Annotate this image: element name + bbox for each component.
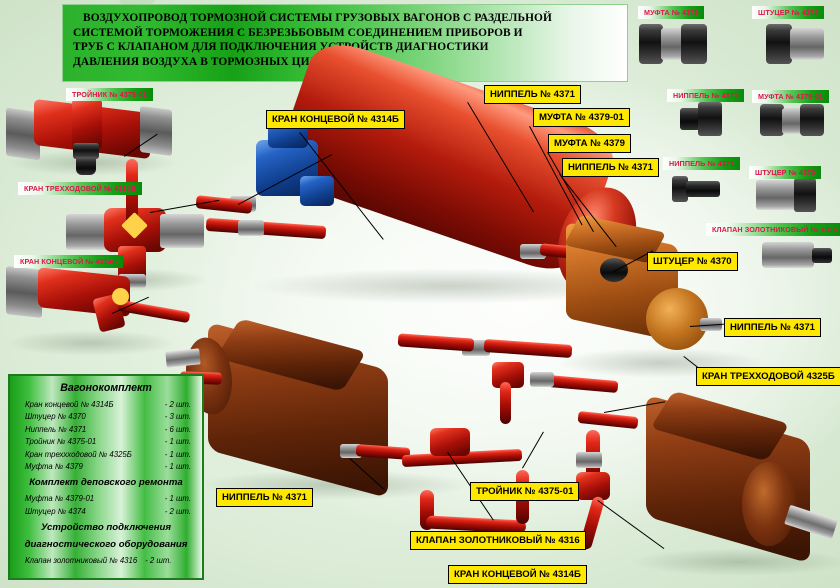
gallery-label-nippel-4371-a: НИППЕЛЬ № 4371 (667, 89, 745, 102)
gallery-muffta-4379-right (681, 24, 707, 64)
gallery-klapan-4316-tip (812, 248, 832, 263)
legend-item-name: Клапан золотниковый № 4316 (25, 556, 138, 566)
legend-item-qty: - 2 шт. (145, 556, 172, 566)
endvalve-handle (117, 299, 191, 324)
legend-row: Тройник № 4375-01 - 1 шт. (17, 436, 195, 448)
callout-kran-trekhhodovoy-4325b: КРАН ТРЕХХОДОВОЙ 4325Б (696, 367, 840, 386)
callout-kran-koncevoy-4314b-top: КРАН КОНЦЕВОЙ № 4314Б (266, 110, 405, 129)
legend-row: Клапан золотниковый № 4316 - 2 шт. (17, 555, 195, 567)
legend-item-qty: - 1 шт. (164, 494, 191, 504)
gallery-klapan-4316-body (762, 242, 814, 268)
title-line-1: ВОЗДУХОПРОВОД ТОРМОЗНОЙ СИСТЕМЫ ГРУЗОВЫХ… (83, 12, 552, 24)
gallery-label-klapan-zolotnikovyy-4316: КЛАПАН ЗОЛОТНИКОВЫЙ № 4316 (706, 223, 840, 236)
legend-item-name: Ниппель № 4371 (25, 424, 87, 434)
gallery-shtucer-4370-nut (794, 178, 816, 212)
legend-item-qty: - 1 шт. (164, 462, 191, 472)
legend-item-qty: - 6 шт. (164, 424, 191, 434)
gallery-muffta-4379-01-mid (782, 108, 802, 134)
legend-item-name: Тройник № 4375-01 (25, 437, 97, 447)
legend-row: Ниппель № 4371 - 6 шт. (17, 424, 195, 436)
callout-klapan-zolotnikovyy-4316: КЛАПАН ЗОЛОТНИКОВЫЙ № 4316 (410, 531, 586, 550)
legend-item-name: Муфта № 4379 (25, 462, 83, 472)
blue-end-valve-outlet (300, 176, 334, 206)
tee-right-nut (140, 106, 172, 156)
legend-item-qty: - 1 шт. (164, 437, 191, 447)
callout-nippel-4371-top: НИППЕЛЬ № 4371 (484, 85, 582, 104)
title-line-4: ДАВЛЕНИЯ ВОЗДУХА В ТОРМОЗНЫХ ЦИЛИНДРАХ (73, 55, 367, 68)
callout-kran-koncevoy-4314b-bottom: КРАН КОНЦЕВОЙ № 4314Б (448, 565, 587, 584)
gallery-label-nippel-4371-b: НИППЕЛЬ № 4371 (663, 157, 741, 170)
legend-item-name: Штуцер № 4370 (25, 412, 86, 422)
legend-row: Штуцер № 4374 - 2 шт. (17, 506, 195, 518)
endvalve-pivot (112, 288, 129, 305)
tee-branch (72, 98, 102, 150)
gallery-nippel-4371b-stem (686, 181, 720, 197)
callout-nippel-4371-reservoir: НИППЕЛЬ № 4371 (562, 158, 660, 177)
gallery-label-kran-trekhhodovoy-4325b: КРАН ТРЕХХОДОВОЙ № 4325Б (18, 182, 142, 195)
gallery-shtucer-4374-body (790, 28, 824, 60)
pipe-coupling-2 (520, 244, 546, 259)
legend-row: Муфта № 4379 - 1 шт. (17, 461, 195, 473)
callout-nippel-4371-bottom: НИППЕЛЬ № 4371 (216, 488, 314, 507)
gallery-label-muffta-4379-01: МУФТА № 4379-01 (752, 90, 830, 103)
gallery-muffta-4379-left (639, 24, 663, 64)
callout-nippel-4371-distributor: НИППЕЛЬ № 4371 (724, 318, 822, 337)
legend-item-name: Штуцер № 4374 (25, 506, 86, 516)
legend-row: Кран концевой № 4314Б - 2 шт. (17, 399, 195, 411)
threeway-left-nut (66, 214, 108, 250)
gallery-muffta-4379-mid (661, 28, 683, 60)
gallery-muffta-4379-01-right (800, 104, 824, 136)
endvalve-nut (6, 266, 42, 318)
gallery-nippel-4371b-head (672, 176, 688, 202)
gallery-shtucer-4374-nut (766, 24, 792, 64)
air-distributor-cap (646, 288, 708, 350)
legend-row: Кран треххходовой № 4325Б - 1 шт. (17, 449, 195, 461)
legend-heading-diagnostic-device-1: Устройство подключения (40, 522, 172, 534)
tee-mid-drop (500, 382, 511, 424)
pipe-left-lower (205, 217, 327, 240)
legend-row: Штуцер № 4370 - 3 шт. (17, 411, 195, 423)
endvalve-right-body (576, 472, 610, 500)
brake-cylinder-right-cap (742, 462, 796, 546)
pipe-mid-1 (397, 333, 475, 352)
pipe-coupling-1 (238, 220, 264, 236)
gallery-muffta-4379-01-left (760, 104, 784, 136)
gallery-label-shtucer-4374: ШТУЦЕР № 4374 (752, 6, 825, 19)
gallery-nippel-4371a-stem (680, 108, 700, 130)
gallery-shtucer-4370-body (756, 180, 796, 210)
gallery-nippel-4371a-nut (698, 102, 722, 136)
callout-muffta-4379: МУФТА № 4379 (548, 134, 631, 153)
gallery-label-troynik-4375-01: ТРОЙНИК № 4375-01 (66, 88, 153, 101)
legend-heading-depot-repair-kit: Комплект деповского ремонта (29, 477, 183, 489)
leader-line (522, 431, 545, 469)
legend-item-qty: - 2 шт. (164, 400, 191, 409)
parts-legend: Вагонокомплект Кран концевой № 4314Б - 2… (8, 374, 204, 580)
threeway-right-nut (160, 214, 204, 248)
legend-item-qty: - 1 шт. (164, 449, 191, 459)
legend-item-name: Муфта № 4379-01 (25, 494, 95, 504)
legend-item-qty: - 2 шт. (164, 506, 191, 516)
legend-heading-vagonokomplekt: Вагонокомплект (60, 382, 152, 394)
pipe-mid-2 (483, 338, 573, 359)
part-shadow (6, 330, 176, 356)
endvalve-right-nut (576, 452, 602, 468)
callout-troynik-4375-01: ТРОЙНИК № 4375-01 (470, 482, 580, 501)
gallery-label-kran-koncevoy-4314b: КРАН КОНЦЕВОЙ № 4314Б (14, 255, 124, 268)
gallery-label-muffta-4379: МУФТА № 4379 (638, 6, 705, 19)
pipe-coupling-4 (530, 372, 554, 387)
legend-heading-diagnostic-device-2: диагностического оборудования (24, 539, 188, 551)
title-line-2: СИСТЕМОЙ ТОРМОЖЕНИЯ С БЕЗРЕЗЬБОВЫМ СОЕДИ… (73, 26, 523, 39)
tee-branch-nut (73, 143, 99, 159)
gallery-label-shtucer-4370: ШТУЦЕР № 4370 (749, 166, 822, 179)
legend-item-name: Кран концевой № 4314Б (25, 400, 114, 409)
legend-item-qty: - 3 шт. (164, 412, 191, 422)
spool-valve-body (430, 428, 470, 456)
pipe-mid-4 (577, 410, 639, 430)
legend-row: Муфта № 4379-01 - 1 шт. (17, 493, 195, 505)
callout-shtucer-4370: ШТУЦЕР № 4370 (647, 252, 738, 271)
legend-item-name: Кран треххходовой № 4325Б (25, 449, 132, 459)
tee-branch-plug (76, 157, 96, 175)
title-line-3: ТРУБ С КЛАПАНОМ ДЛЯ ПОДКЛЮЧЕНИЯ УСТРОЙСТ… (73, 41, 489, 54)
callout-muffta-4379-01: МУФТА № 4379-01 (533, 108, 630, 127)
